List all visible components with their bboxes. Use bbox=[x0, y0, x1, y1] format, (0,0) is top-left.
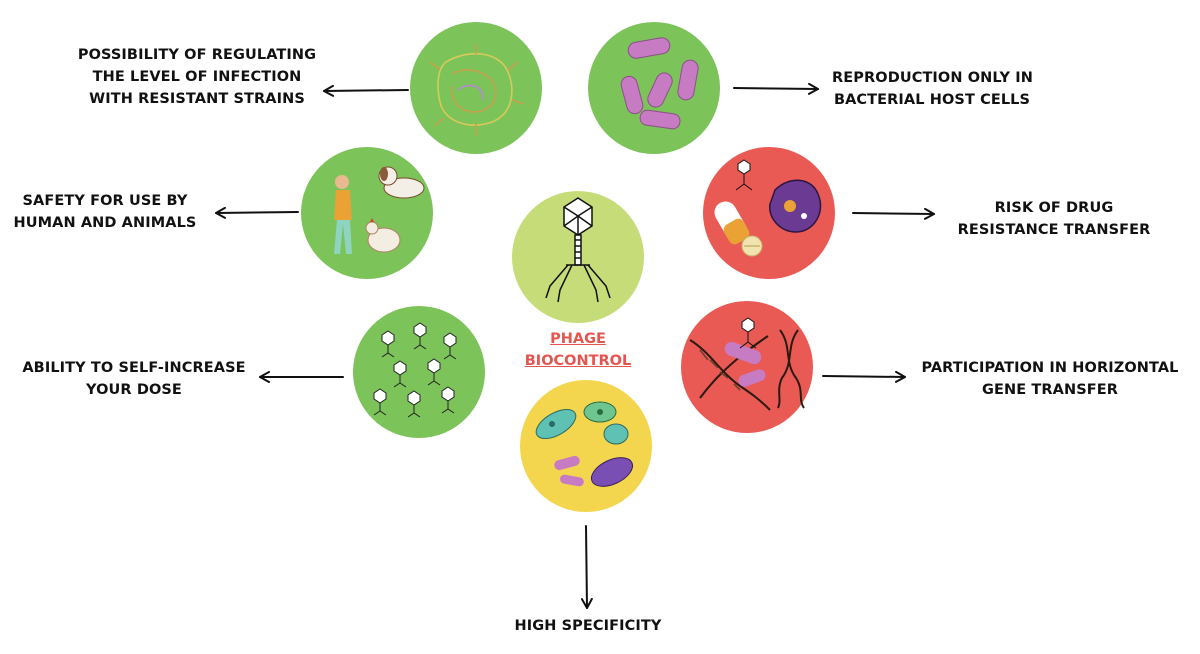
node-specificity bbox=[520, 380, 652, 512]
person-dog-chicken-icon bbox=[334, 166, 425, 254]
dna-strands-icon bbox=[689, 317, 805, 411]
label-self-increase: ABILITY TO SELF-INCREASE YOUR DOSE bbox=[22, 360, 246, 398]
arrow-safety bbox=[215, 206, 299, 219]
bacterium-outline-icon bbox=[429, 44, 525, 136]
center-title: PHAGE BIOCONTROL bbox=[508, 328, 648, 372]
node-phage bbox=[512, 191, 644, 323]
label-regulating-infection: POSSIBILITY OF REGULATING THE LEVEL OF I… bbox=[77, 47, 317, 107]
node-self-increase bbox=[353, 306, 485, 438]
label-specificity: HIGH SPECIFICITY bbox=[514, 618, 662, 634]
node-regulating-infection bbox=[410, 22, 542, 154]
label-drug-resistance: RISK OF DRUG RESISTANCE TRANSFER bbox=[957, 200, 1151, 238]
node-drug-resistance bbox=[703, 147, 835, 279]
assorted-bacteria-icon bbox=[535, 401, 634, 487]
label-safety: SAFETY FOR USE BY HUMAN AND ANIMALS bbox=[13, 193, 197, 231]
arrow-gene-transfer bbox=[822, 370, 906, 383]
many-phages-icon bbox=[373, 322, 457, 418]
arrows bbox=[215, 82, 935, 609]
arrow-host-reproduction bbox=[733, 82, 819, 95]
arrow-specificity bbox=[580, 525, 593, 609]
node-host-reproduction bbox=[588, 22, 720, 154]
pills-bacterium-icon bbox=[714, 159, 822, 257]
arrow-drug-resistance bbox=[852, 207, 935, 220]
center-title-line: PHAGE bbox=[550, 331, 606, 347]
rod-bacteria-icon bbox=[620, 37, 699, 130]
node-gene-transfer bbox=[681, 301, 813, 433]
node-safety bbox=[301, 147, 433, 279]
label-host-reproduction: REPRODUCTION ONLY IN BACTERIAL HOST CELL… bbox=[832, 70, 1033, 108]
bacteriophage-icon bbox=[545, 197, 611, 303]
label-gene-transfer: PARTICIPATION IN HORIZONTAL GENE TRANSFE… bbox=[921, 360, 1179, 398]
center-title-line: BIOCONTROL bbox=[524, 353, 632, 369]
arrow-regulating-infection bbox=[323, 84, 409, 97]
